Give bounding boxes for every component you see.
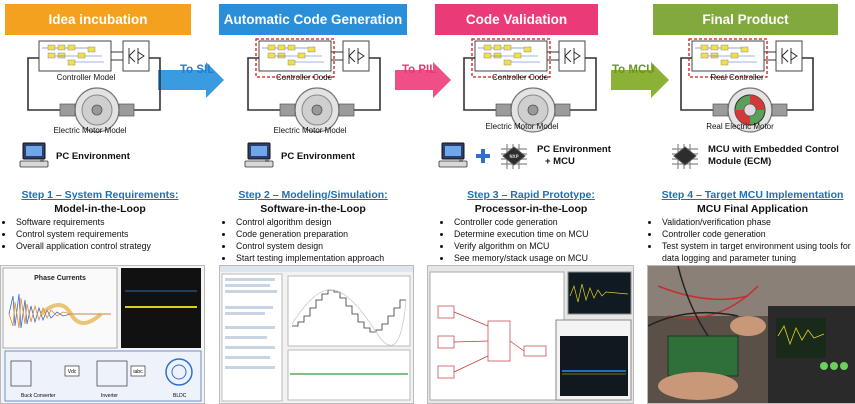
system-diagram-validation <box>458 38 613 138</box>
bldc-label: BLDC <box>173 393 187 399</box>
bullet-item: Test system in target environment using … <box>660 240 855 264</box>
vdc-label: Vdc <box>68 369 77 375</box>
motor-label-codegen: Electric Motor Model <box>273 126 347 135</box>
step-title-4: Step 4 – Target MCU Implementation <box>661 189 844 201</box>
inverter-label: Inverter <box>101 393 118 399</box>
env-label-idea: PC Environment <box>56 150 130 162</box>
arrow-label-to-mcu: To MCU <box>612 64 655 76</box>
system-diagram-final <box>675 38 830 138</box>
arrow-label-to-sil: To SIL <box>180 64 215 76</box>
system-diagram-idea <box>22 38 177 138</box>
bullet-list-4: Validation/verification phase Controller… <box>650 216 855 264</box>
bullet-list-1: Software requirements Control system req… <box>4 216 214 252</box>
system-diagram-codegen <box>242 38 397 138</box>
pc-icon <box>19 142 49 168</box>
bullet-list-2: Control algorithm design Code generation… <box>224 216 434 264</box>
step-sub-1: Model-in-the-Loop <box>54 203 146 215</box>
env-row-idea: PC Environment <box>18 141 130 171</box>
env-row-validation: NXP PC Environment + MCU <box>437 141 611 171</box>
arrow-label-to-pil: To PIL <box>402 64 437 76</box>
env-row-codegen: PC Environment <box>243 141 355 171</box>
step-sub-4: MCU Final Application <box>696 203 809 215</box>
screenshot-pil <box>427 265 634 404</box>
bullet-list-3: Controller code generation Determine exe… <box>442 216 652 264</box>
mcu-chip-icon: NXP <box>501 144 527 169</box>
bullet-item: Control system design <box>234 240 434 252</box>
bullet-item: Start testing implementation approach <box>234 252 434 264</box>
controller-label-codegen: Controller Code <box>275 73 333 82</box>
step-title-1: Step 1 – System Requirements: <box>21 189 179 201</box>
motor-label-idea: Electric Motor Model <box>53 126 127 135</box>
env-label-codegen: PC Environment <box>281 150 355 162</box>
bullet-item: Validation/verification phase <box>660 216 855 228</box>
bullet-item: Verify algorithm on MCU <box>452 240 652 252</box>
step-title-3: Step 3 – Rapid Prototype: <box>467 189 595 201</box>
arrow-to-sil <box>158 62 224 98</box>
env-sub-validation: + MCU <box>545 156 575 167</box>
controller-label-validation: Controller Code <box>491 73 549 82</box>
stage-header-validation: Code Validation <box>435 4 598 35</box>
bullet-item: See memory/stack usage on MCU <box>452 252 652 264</box>
env-sub-final: Module (ECM) <box>708 156 772 167</box>
bullet-item: Code generation preparation <box>234 228 434 240</box>
pc-icon <box>438 142 468 168</box>
step-sub-2: Software-in-the-Loop <box>260 203 366 215</box>
iabc-label: iabc <box>133 369 143 375</box>
arrow-to-mcu <box>611 62 669 98</box>
phase-currents-title: Phase Currents <box>34 275 86 282</box>
controller-label-idea: Controller Model <box>56 73 116 82</box>
step-sub-3: Processor-in-the-Loop <box>474 203 588 215</box>
motor-label-final: Real Electric Motor <box>706 122 774 131</box>
stage-header-final: Final Product <box>653 4 838 35</box>
plus-icon <box>476 149 490 163</box>
screenshot-mil: Phase Currents Vdc iabc Buck Converter I… <box>0 265 205 404</box>
screenshot-lab-photo <box>647 265 855 404</box>
arrow-to-pil <box>395 62 451 98</box>
motor-label-validation: Electric Motor Model <box>485 122 559 131</box>
bullet-item: Overall application control strategy <box>14 240 214 252</box>
bullet-item: Controller code generation <box>660 228 855 240</box>
stage-header-idea: Idea incubation <box>5 4 191 35</box>
svg-text:NXP: NXP <box>509 154 518 159</box>
stage-header-codegen: Automatic Code Generation <box>219 4 407 35</box>
screenshot-sil <box>219 265 414 404</box>
bullet-item: Control algorithm design <box>234 216 434 228</box>
env-label-final: MCU with Embedded Control <box>708 144 839 155</box>
bullet-item: Software requirements <box>14 216 214 228</box>
controller-label-final: Real Controller <box>710 73 764 82</box>
env-row-final: MCU with Embedded Control Module (ECM) <box>668 141 839 171</box>
pc-icon <box>244 142 274 168</box>
bullet-item: Control system requirements <box>14 228 214 240</box>
buck-converter-label: Buck Converter <box>21 393 56 399</box>
mcu-chip-icon <box>672 144 698 169</box>
env-label-validation: PC Environment <box>537 144 611 155</box>
step-title-2: Step 2 – Modeling/Simulation: <box>238 189 388 201</box>
bullet-item: Controller code generation <box>452 216 652 228</box>
bullet-item: Determine execution time on MCU <box>452 228 652 240</box>
